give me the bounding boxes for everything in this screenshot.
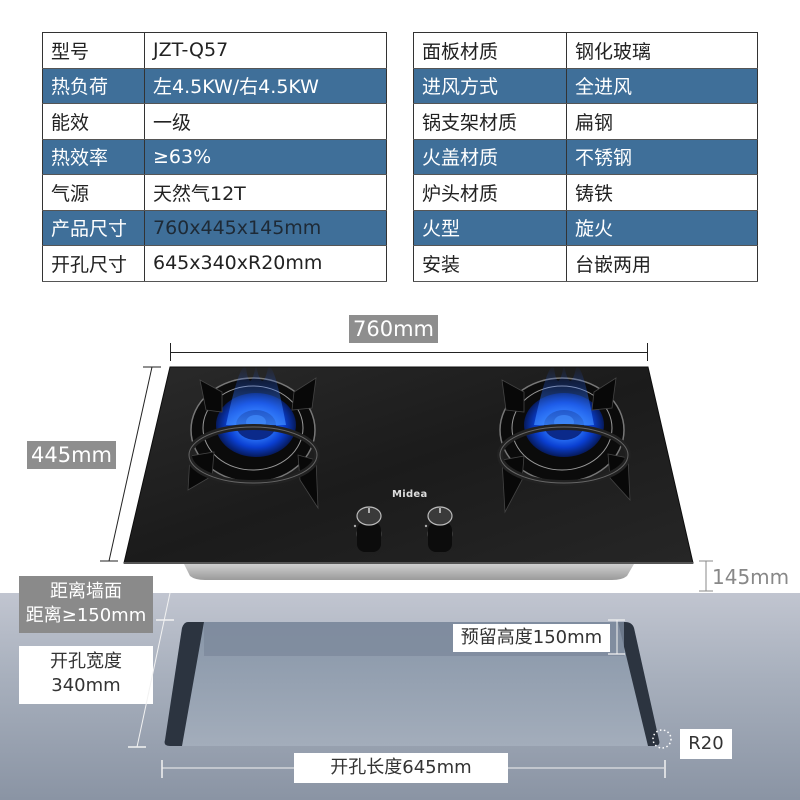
dimension-width-tick-left [170,343,171,361]
spec-value: 不锈钢 [566,139,758,175]
spec-value: 全进风 [566,68,758,104]
wall-distance-line2: 距离≥150mm [25,605,147,626]
dimension-width-line [170,352,648,353]
spec-value: ≥63% [144,139,387,175]
spec-row-panel-material: 面板材质 钢化玻璃 [413,32,758,69]
cutout-width-label: 开孔宽度 340mm [19,646,153,704]
spec-row-pot-support: 锅支架材质 扁钢 [413,103,758,140]
corner-radius-label: R20 [680,729,732,759]
spec-key: 火盖材质 [413,139,567,175]
spec-row-fire-cap: 火盖材质 不锈钢 [413,139,758,175]
spec-value: 台嵌两用 [566,245,758,282]
spec-key: 锅支架材质 [413,103,567,140]
spec-row-fire-type: 火型 旋火 [413,210,758,246]
spec-value: 760x445x145mm [144,210,387,246]
spec-key: 面板材质 [413,32,567,69]
dimension-width-label: 760mm [349,315,438,343]
spec-row-energy-class: 能效 一级 [42,103,387,140]
burner-right [497,365,631,514]
spec-value: 645x340xR20mm [144,245,387,282]
spec-value: 左4.5KW/右4.5KW [144,68,387,104]
spec-key: 开孔尺寸 [42,245,145,282]
cutout-width-line2: 340mm [51,675,121,696]
dimension-depth-label: 445mm [27,441,116,469]
spec-value: 钢化玻璃 [566,32,758,69]
cutout-width-line1: 开孔宽度 [50,651,122,672]
spec-value: 天然气12T [144,174,387,211]
spec-row-burner-head: 炉头材质 铸铁 [413,174,758,211]
spec-key: 能效 [42,103,145,140]
spec-key: 火型 [413,210,567,246]
spec-key: 产品尺寸 [42,210,145,246]
cutout-length-label: 开孔长度645mm [294,753,508,783]
spec-value: 旋火 [566,210,758,246]
spec-key: 气源 [42,174,145,211]
dimension-width-tick-right [647,343,648,361]
dimension-height-label: 145mm [712,565,790,589]
spec-table-left: 型号 JZT-Q57 热负荷 左4.5KW/右4.5KW 能效 一级 热效率 ≥… [42,32,387,282]
spec-row-model: 型号 JZT-Q57 [42,32,387,69]
spec-row-installation: 安装 台嵌两用 [413,245,758,282]
spec-key: 型号 [42,32,145,69]
spec-row-efficiency: 热效率 ≥63% [42,139,387,175]
wall-distance-label: 距离墙面 距离≥150mm [19,576,153,633]
brand-logo: Midea [392,489,428,500]
spec-key: 热效率 [42,139,145,175]
reserved-height-label: 预留高度150mm [453,624,610,652]
wall-distance-line1: 距离墙面 [50,581,122,602]
spec-row-heat-load: 热负荷 左4.5KW/右4.5KW [42,68,387,104]
spec-value: 扁钢 [566,103,758,140]
spec-key: 热负荷 [42,68,145,104]
spec-row-product-size: 产品尺寸 760x445x145mm [42,210,387,246]
knob-left [353,506,382,552]
spec-row-air-intake: 进风方式 全进风 [413,68,758,104]
spec-row-cutout-size: 开孔尺寸 645x340xR20mm [42,245,387,282]
burner-left [186,365,320,510]
knob-right [424,506,453,552]
spec-key: 炉头材质 [413,174,567,211]
spec-row-gas-source: 气源 天然气12T [42,174,387,211]
spec-table-right: 面板材质 钢化玻璃 进风方式 全进风 锅支架材质 扁钢 火盖材质 不锈钢 炉头材… [413,32,758,282]
spec-value: JZT-Q57 [144,32,387,69]
spec-value: 铸铁 [566,174,758,211]
spec-key: 安装 [413,245,567,282]
spec-key: 进风方式 [413,68,567,104]
spec-value: 一级 [144,103,387,140]
